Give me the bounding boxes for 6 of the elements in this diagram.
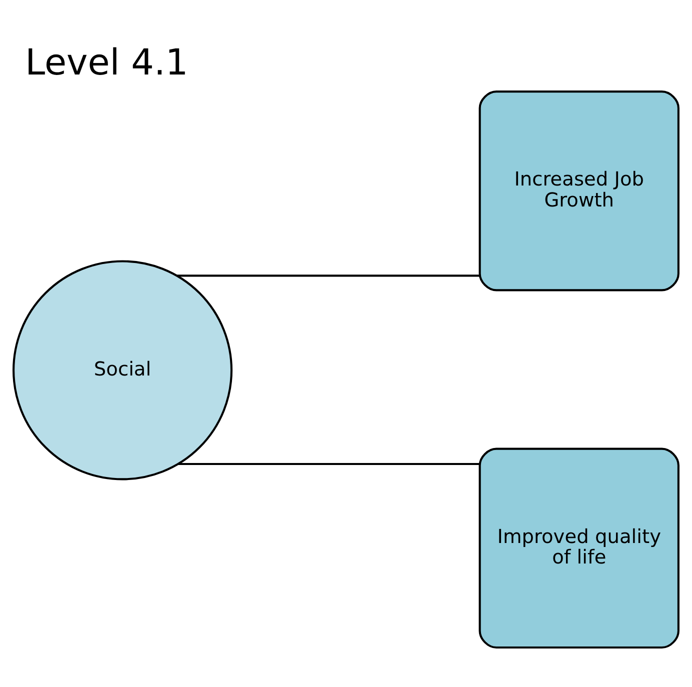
node-box: Improved quality of life xyxy=(478,447,680,648)
connector xyxy=(177,274,480,276)
node-box: Increased Job Growth xyxy=(478,90,680,291)
node-circle: Social xyxy=(12,260,233,480)
diagram-title: Level 4.1 xyxy=(25,42,188,84)
connector xyxy=(178,462,480,465)
